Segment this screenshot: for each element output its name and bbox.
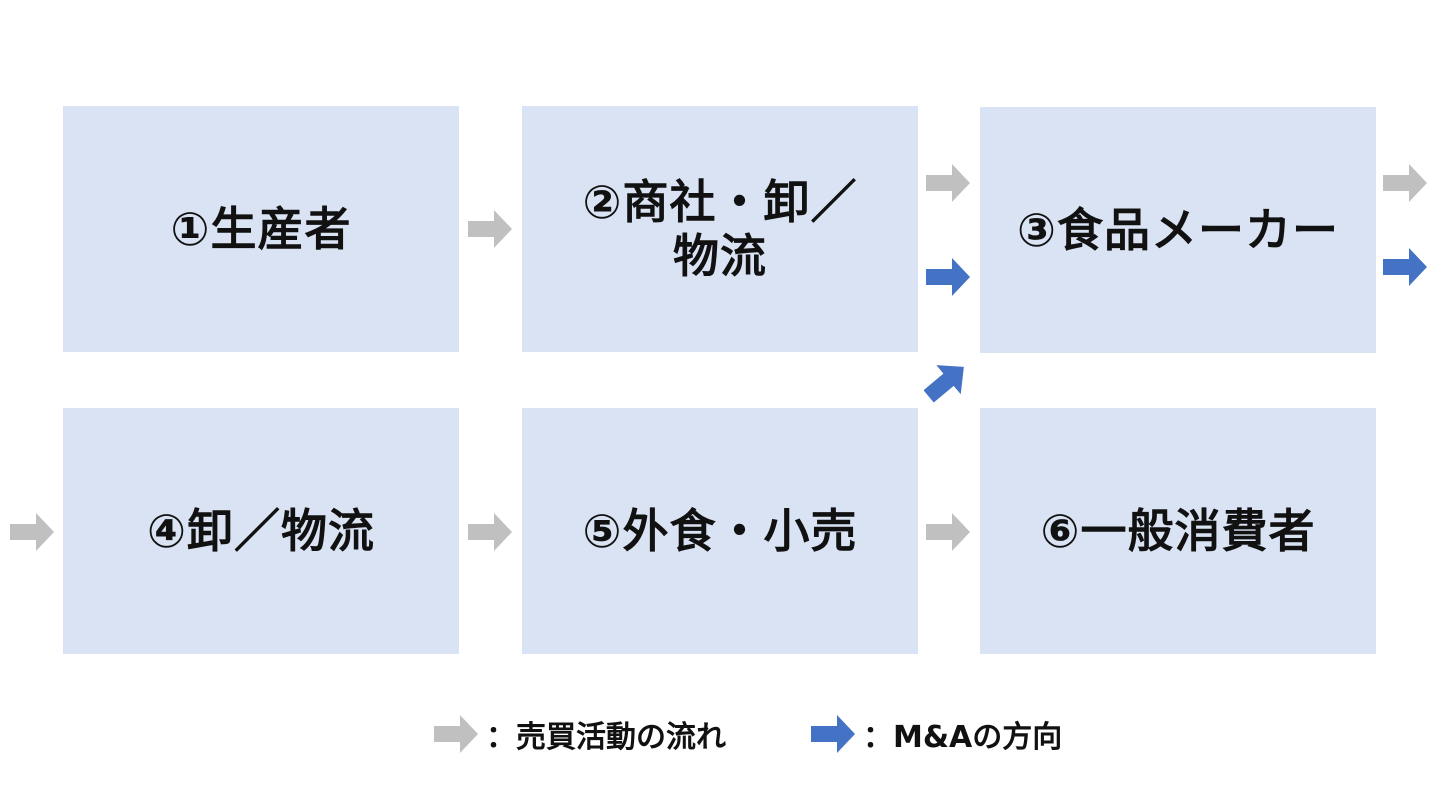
arrow-right-gray-icon [926,164,970,202]
arrow-right-blue-icon [1383,248,1427,286]
arrow-right-blue-icon [926,258,970,296]
node-label: ②商社・卸／ 物流 [582,174,858,283]
node-food-manufacturer: ③食品メーカー [980,107,1376,353]
arrow-up-right-blue-icon [924,365,964,403]
arrow-right-gray-icon [926,513,970,551]
arrow-right-gray-icon [468,513,512,551]
arrow-right-gray-icon [1383,164,1427,202]
node-label: ④卸／物流 [147,503,375,558]
node-label: ⑤外食・小売 [582,503,858,558]
node-producer: ①生産者 [63,106,459,352]
arrow-right-blue-icon [811,715,855,753]
node-consumer: ⑥一般消費者 [980,408,1376,654]
arrow-right-gray-icon [468,210,512,248]
arrow-right-gray-icon [434,715,478,753]
node-label: ①生産者 [170,201,352,256]
node-label: ③食品メーカー [1017,202,1339,257]
legend-trade-flow: ：売買活動の流れ [434,712,726,756]
legend-ma-direction: ：M&Aの方向 [811,712,1062,756]
node-trading-wholesale-logistics: ②商社・卸／ 物流 [522,106,918,352]
arrow-right-gray-icon [10,513,54,551]
legend-ma-direction-label: ：M&Aの方向 [863,720,1063,755]
legend-trade-flow-label: ：売買活動の流れ [486,720,726,755]
node-food-service-retail: ⑤外食・小売 [522,408,918,654]
node-label: ⑥一般消費者 [1040,503,1316,558]
node-wholesale-logistics: ④卸／物流 [63,408,459,654]
